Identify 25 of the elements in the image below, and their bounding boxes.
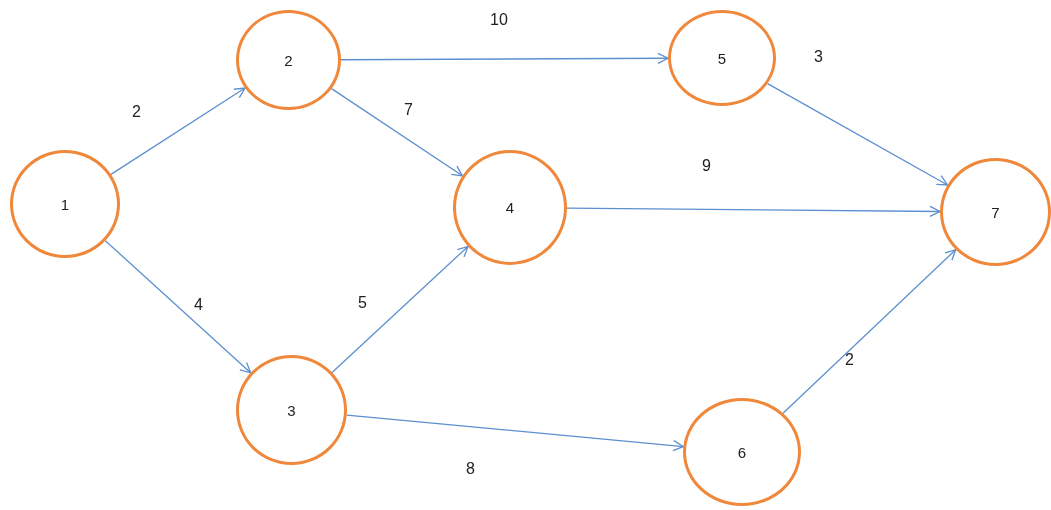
arrow (331, 245, 469, 374)
edge-label: 9 (702, 158, 711, 174)
edge-label: 5 (358, 295, 367, 311)
edge-label: 2 (132, 104, 141, 120)
node-label: 3 (287, 401, 296, 419)
arrow (330, 88, 464, 177)
edge-label: 7 (404, 102, 413, 118)
node-label: 7 (991, 203, 1000, 221)
edge-label: 4 (194, 297, 203, 313)
arrow (110, 87, 246, 175)
node-label: 1 (60, 195, 70, 213)
node-label: 5 (717, 49, 727, 67)
arrow (346, 414, 684, 452)
arrow (566, 205, 941, 218)
edge-label: 3 (814, 49, 823, 65)
node-label: 6 (737, 443, 747, 461)
arrow (782, 249, 957, 414)
node-label: 2 (284, 51, 293, 69)
arrow (340, 52, 669, 64)
arrow (104, 240, 252, 374)
edge-label: 8 (466, 461, 475, 477)
arrow (766, 83, 949, 186)
node-label: 4 (505, 199, 515, 216)
edge-label: 2 (845, 352, 854, 368)
edge-label: 10 (490, 12, 508, 28)
